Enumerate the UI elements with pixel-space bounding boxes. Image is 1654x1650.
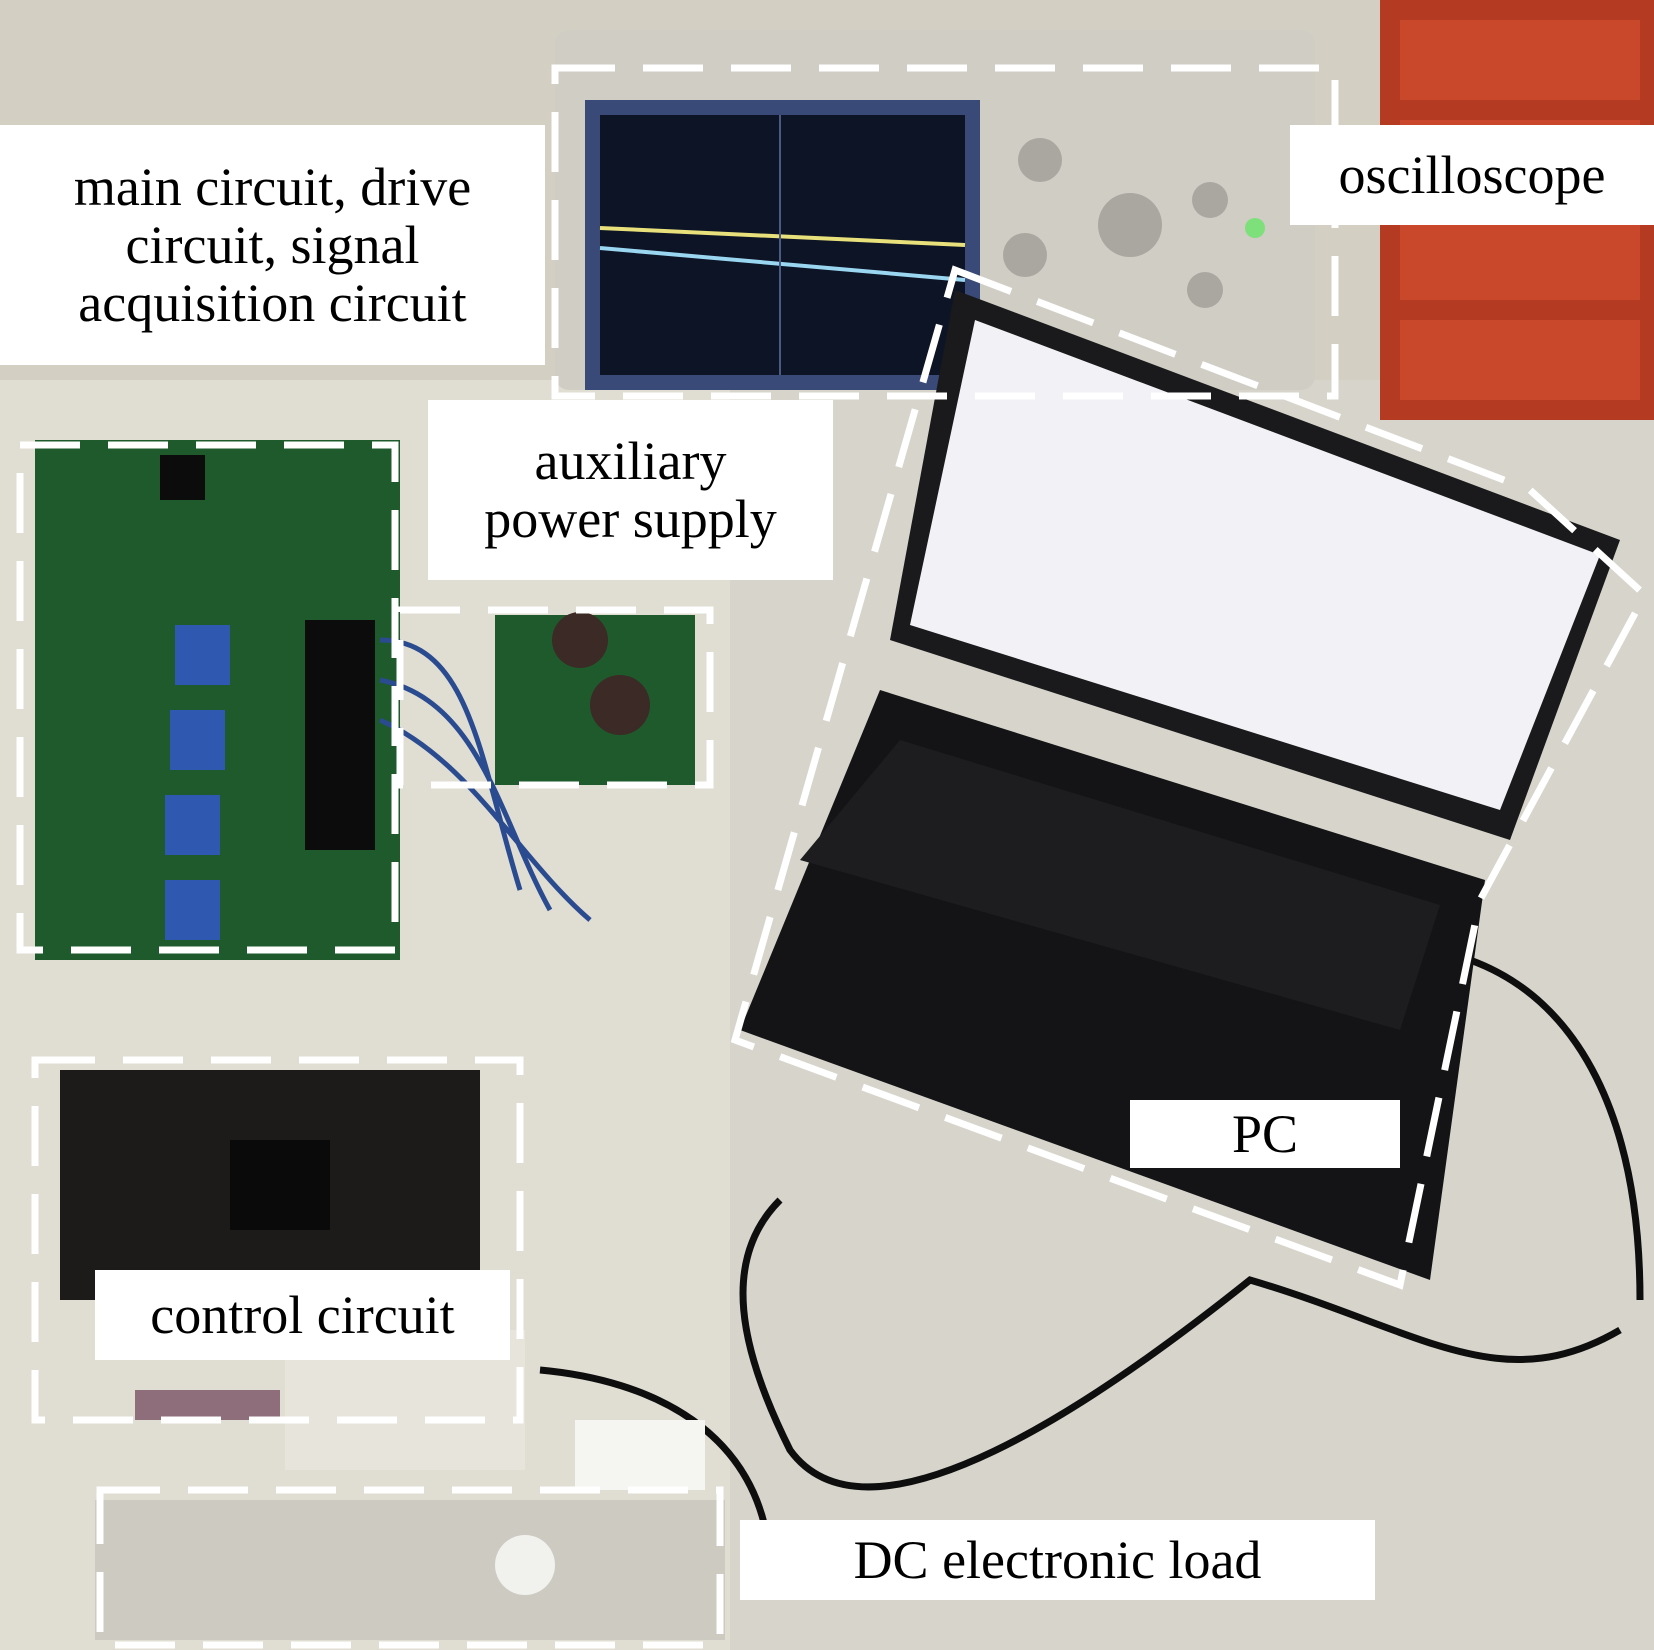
oscilloscope-knob: [1192, 182, 1228, 218]
current-sensor: [165, 795, 220, 855]
label-main-circuit: main circuit, drive circuit, signal acqu…: [0, 125, 545, 365]
auxiliary-power-region-box: [396, 606, 714, 789]
capacitor: [590, 675, 650, 735]
signal-wires: [378, 637, 592, 922]
label-oscilloscope: oscilloscope: [1290, 125, 1654, 225]
label-auxiliary-power-supply: auxiliary power supply: [428, 400, 833, 580]
annotation-boxes: [16, 64, 1650, 1649]
oscilloscope-knob: [1187, 272, 1223, 308]
terminal-block: [305, 620, 375, 850]
power-cable: [1468, 956, 1644, 1301]
dc-load-region-box: [96, 1486, 724, 1649]
label-control-circuit: control circuit: [95, 1270, 510, 1360]
current-sensor: [175, 625, 230, 685]
label-pc: PC: [1130, 1100, 1400, 1168]
oscilloscope-knob: [1098, 193, 1162, 257]
control-circuit-region-box: [31, 1056, 524, 1424]
current-sensor: [165, 880, 220, 940]
oscilloscope-indicator-green: [1245, 218, 1265, 238]
pc-region-box: [730, 265, 1650, 1290]
laptop-display: [910, 320, 1600, 810]
oscilloscope-trace-blue: [599, 246, 966, 282]
dsp-chip: [230, 1140, 330, 1230]
oscilloscope-region-box: [551, 64, 1339, 400]
current-sensor: [170, 710, 225, 770]
label-dc-electronic-load: DC electronic load: [740, 1520, 1375, 1600]
dc-electronic-load-front: [95, 1500, 725, 1640]
load-knob: [495, 1535, 555, 1595]
main-circuit-region-box: [16, 441, 399, 954]
ribbon-cable: [135, 1390, 280, 1420]
oscilloscope-knob: [1003, 233, 1047, 277]
connector: [160, 455, 205, 500]
red-drawer: [1400, 220, 1640, 300]
oscilloscope-knob: [1018, 138, 1062, 182]
oscilloscope-screen: [600, 115, 965, 375]
laptop-keyboard: [800, 740, 1440, 1030]
red-drawer: [1400, 20, 1640, 100]
oscilloscope-trace-yellow: [599, 226, 966, 247]
capacitor: [552, 612, 608, 668]
barcode-label: [575, 1420, 705, 1490]
red-drawer: [1400, 320, 1640, 400]
